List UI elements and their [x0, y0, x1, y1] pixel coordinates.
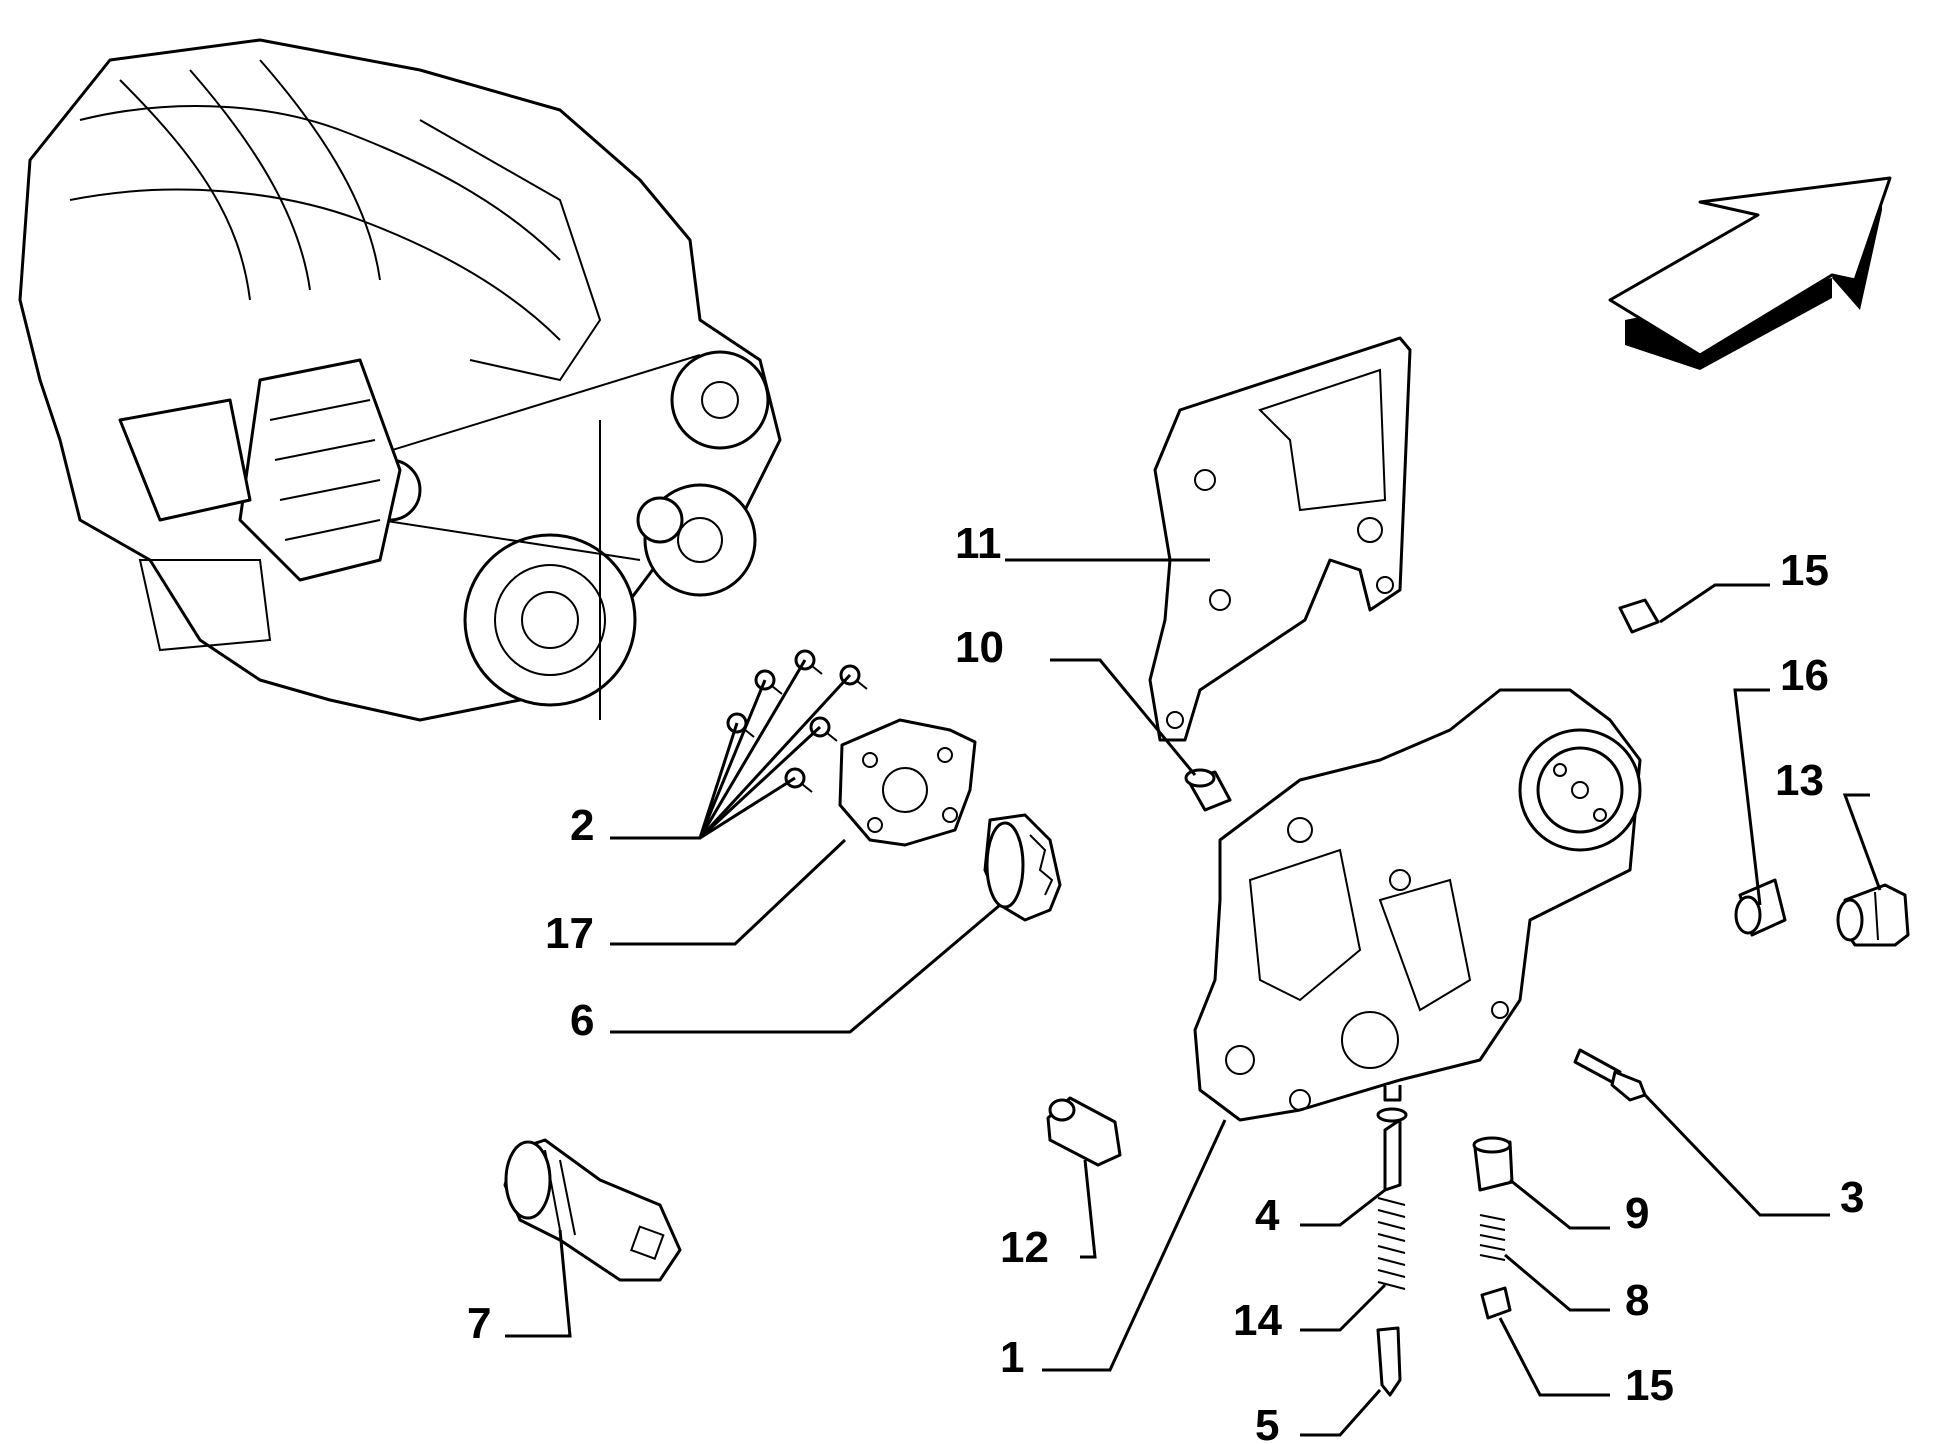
engine-assembly [18, 38, 782, 722]
callout-5: 5 [1255, 1401, 1279, 1444]
plug [1376, 1326, 1402, 1397]
callout-15-bottom: 15 [1625, 1361, 1674, 1410]
callout-11: 11 [955, 519, 1002, 568]
callout-9: 9 [1625, 1189, 1649, 1238]
callout-16: 16 [1780, 651, 1829, 700]
cap-bottom [1480, 1286, 1512, 1320]
callout-2: 2 [570, 801, 594, 850]
callout-6: 6 [570, 996, 594, 1045]
valve-housing [503, 1138, 682, 1282]
direction-arrow-icon [1608, 176, 1892, 370]
gear-rotor [983, 813, 1062, 922]
callout-12: 12 [1000, 1223, 1049, 1272]
callout-4: 4 [1255, 1191, 1280, 1240]
plug-16 [1734, 878, 1787, 937]
bushing [1184, 768, 1232, 812]
callout-7: 7 [467, 1299, 491, 1348]
callout-10: 10 [955, 623, 1004, 672]
callout-8: 8 [1625, 1276, 1649, 1325]
cover-plate [838, 718, 977, 847]
callout-labels: 1 2 3 4 5 6 7 8 9 10 11 12 13 14 15 15 1… [467, 519, 1864, 1444]
callout-3: 3 [1840, 1173, 1864, 1222]
bolt [1573, 1048, 1647, 1102]
callout-17: 17 [545, 909, 594, 958]
spring [1377, 1197, 1406, 1290]
callout-13: 13 [1775, 756, 1824, 805]
plunger [1376, 1107, 1408, 1192]
cap-top [1618, 598, 1660, 634]
callout-1: 1 [1000, 1333, 1024, 1382]
callout-14: 14 [1233, 1296, 1282, 1345]
screw [809, 716, 838, 742]
oil-pump-cover [1193, 688, 1642, 1122]
sleeve [1046, 1096, 1122, 1167]
screw [839, 664, 868, 690]
callout-15-top: 15 [1780, 546, 1829, 595]
small-spring [1479, 1214, 1506, 1261]
gasket [1148, 336, 1412, 742]
threaded-plug [1836, 883, 1910, 947]
small-bushing [1472, 1136, 1514, 1192]
leader-lines [505, 558, 1882, 1437]
